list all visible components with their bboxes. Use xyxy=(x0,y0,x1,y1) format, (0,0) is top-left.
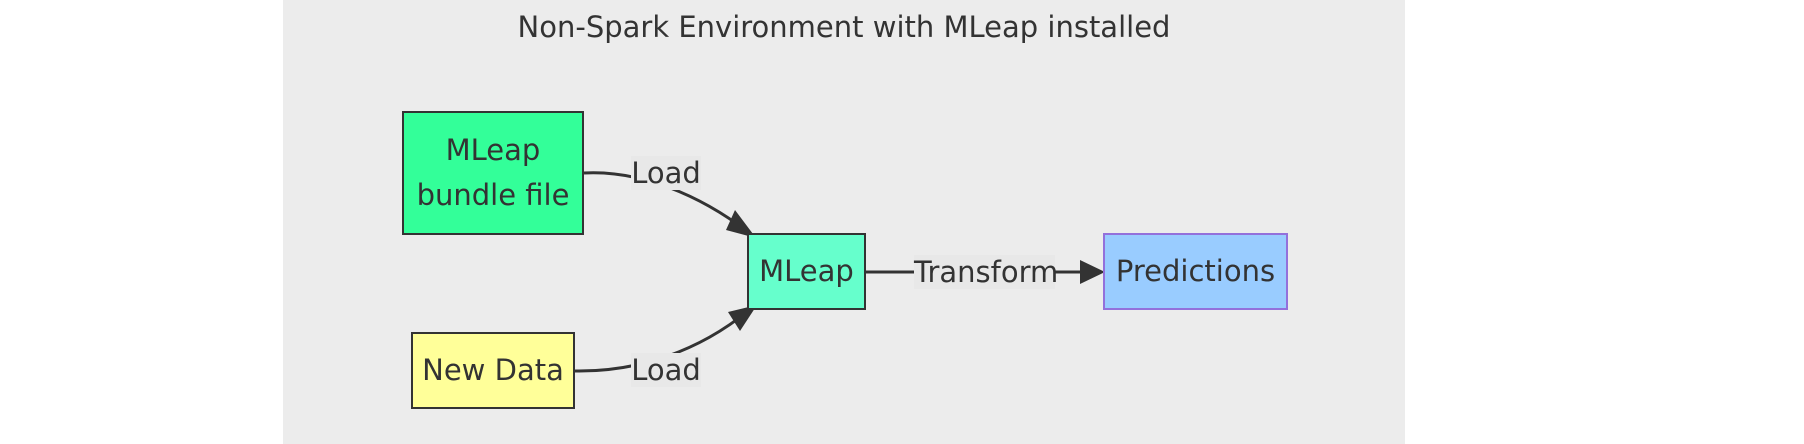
cluster-title: Non-Spark Environment with MLeap install… xyxy=(517,10,1171,44)
edge-arrowhead-newdata xyxy=(728,305,757,331)
edge-label-load-bundle: Load xyxy=(631,156,701,190)
node-label-mleap-bundle-file: MLeap bundle file xyxy=(417,128,570,218)
node-new-data: New Data xyxy=(411,332,575,409)
node-predictions: Predictions xyxy=(1103,233,1288,310)
node-label-predictions: Predictions xyxy=(1115,254,1276,288)
edge-label-load-newdata: Load xyxy=(631,353,701,387)
node-label-line-2: bundle file xyxy=(416,178,570,212)
edge-label-transform: Transform xyxy=(914,255,1059,289)
node-label-new-data: New Data xyxy=(422,353,564,387)
node-label-mleap: MLeap xyxy=(759,254,854,288)
node-mleap-bundle-file: MLeap bundle file xyxy=(402,111,584,235)
node-label-line-1: MLeap xyxy=(445,133,541,167)
edge-arrowhead-bundle xyxy=(726,210,756,238)
edge-arrowhead-transform xyxy=(1080,260,1105,284)
node-mleap: MLeap xyxy=(747,233,866,310)
